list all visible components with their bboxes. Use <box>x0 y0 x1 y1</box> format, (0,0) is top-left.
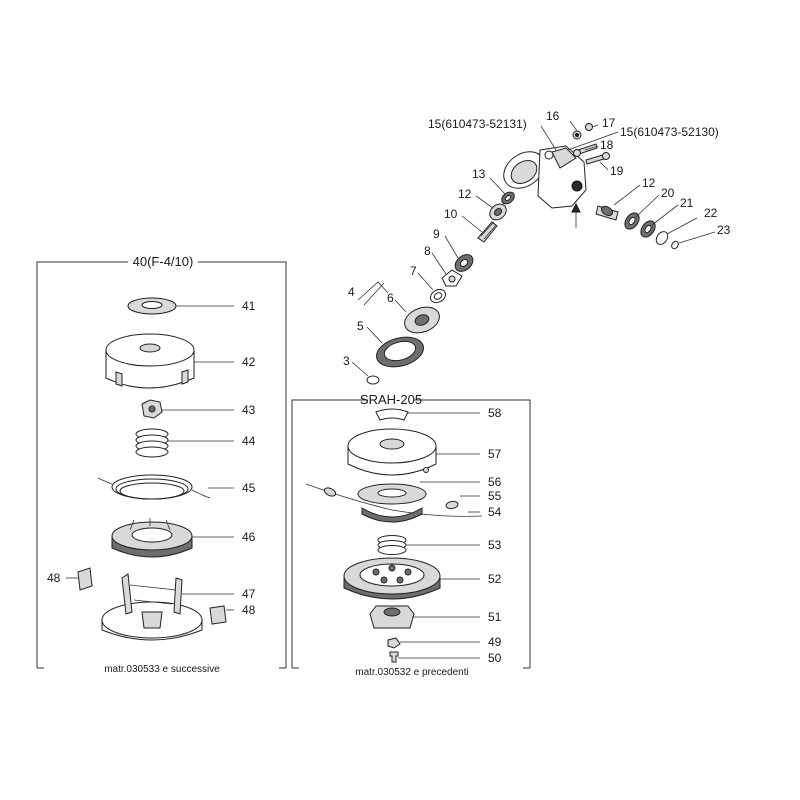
gear-12-part <box>489 203 507 221</box>
label-6: 6 <box>387 291 394 305</box>
label-15b: 15(610473-52130) <box>620 125 719 139</box>
gearbox-assembly <box>366 123 679 385</box>
line-55-54-part <box>305 483 483 523</box>
right-group-leaders <box>398 412 480 659</box>
left-group-title: 40(F-4/10) <box>133 254 194 269</box>
label-4: 4 <box>348 285 355 299</box>
washer-7-part <box>429 288 447 304</box>
label-18: 18 <box>600 138 614 152</box>
label-54: 54 <box>488 505 502 519</box>
clip-48-right-part <box>209 605 227 625</box>
label-52: 52 <box>488 572 502 586</box>
line-coil-45-part <box>97 474 211 500</box>
label-43: 43 <box>242 403 256 417</box>
label-7: 7 <box>410 264 417 278</box>
snap-ring-22-part <box>655 231 669 245</box>
left-group-footer: matr.030533 e successive <box>104 664 220 675</box>
label-53: 53 <box>488 538 502 552</box>
gearbox-housing-part <box>503 145 587 228</box>
label-5: 5 <box>357 319 364 333</box>
label-17: 17 <box>602 116 616 130</box>
right-group-footer: matr.030532 e precedenti <box>355 667 468 678</box>
base-47-part <box>101 573 203 641</box>
label-10: 10 <box>444 207 458 221</box>
label-58: 58 <box>488 406 502 420</box>
label-16: 16 <box>546 109 560 123</box>
label-50: 50 <box>488 651 502 665</box>
label-19: 19 <box>610 164 624 178</box>
label-22: 22 <box>704 206 718 220</box>
label-3: 3 <box>343 354 350 368</box>
label-49: 49 <box>488 635 502 649</box>
screw-16-part <box>572 130 582 140</box>
label-9: 9 <box>433 227 440 241</box>
label-23: 23 <box>717 223 731 237</box>
label-48a: 48 <box>47 571 61 585</box>
nut-43-part <box>141 399 163 419</box>
label-20: 20 <box>661 186 675 200</box>
label-12a: 12 <box>458 187 472 201</box>
clip-48-left-part <box>77 567 93 591</box>
right-group-title: SRAH-205 <box>360 392 422 407</box>
label-55: 55 <box>488 489 502 503</box>
label-57: 57 <box>488 447 502 461</box>
label-42: 42 <box>242 355 256 369</box>
bearing-13-part <box>501 191 515 205</box>
label-48b: 48 <box>242 603 256 617</box>
collar-6-part <box>404 306 440 334</box>
left-head-parts <box>77 297 227 641</box>
label-15a: 15(610473-52131) <box>428 117 527 131</box>
spool-46-part <box>111 518 193 558</box>
cap-58-part <box>375 408 409 421</box>
bearing-9-part <box>454 254 474 272</box>
cover-42-part <box>105 333 195 389</box>
spring-53-part <box>377 535 407 555</box>
nut-49-part <box>387 637 401 649</box>
bolt-19-part <box>585 152 610 165</box>
screw-17-part <box>585 123 593 131</box>
shaft-12-right-part <box>595 205 619 221</box>
spindle-10-part <box>477 221 498 243</box>
ring-3-part <box>366 375 380 385</box>
plate-8-part <box>441 269 463 287</box>
spring-44-part <box>135 428 169 458</box>
label-12b: 12 <box>642 176 656 190</box>
knob-51-part <box>369 605 415 629</box>
left-group-frame <box>36 261 287 669</box>
cover-5-part <box>376 336 424 368</box>
washer-41-part <box>127 297 177 315</box>
right-head-parts <box>305 408 483 663</box>
label-47: 47 <box>242 587 256 601</box>
label-8: 8 <box>424 244 431 258</box>
label-46: 46 <box>242 530 256 544</box>
label-45: 45 <box>242 481 256 495</box>
label-56: 56 <box>488 475 502 489</box>
spool-plate-52-part <box>343 557 441 600</box>
cover-57-part <box>347 428 437 476</box>
label-51: 51 <box>488 610 502 624</box>
label-13: 13 <box>472 167 486 181</box>
bearing-20-part <box>624 212 640 230</box>
left-group-leaders <box>66 305 234 611</box>
gearbox-leaders <box>351 120 716 377</box>
bearing-21-part <box>640 220 656 238</box>
label-41: 41 <box>242 299 256 313</box>
screw-50-part <box>389 651 399 663</box>
washer-23-part <box>671 240 679 250</box>
plate-56-part <box>357 483 427 505</box>
label-44: 44 <box>242 434 256 448</box>
right-group-frame <box>291 399 531 669</box>
label-21: 21 <box>680 196 694 210</box>
